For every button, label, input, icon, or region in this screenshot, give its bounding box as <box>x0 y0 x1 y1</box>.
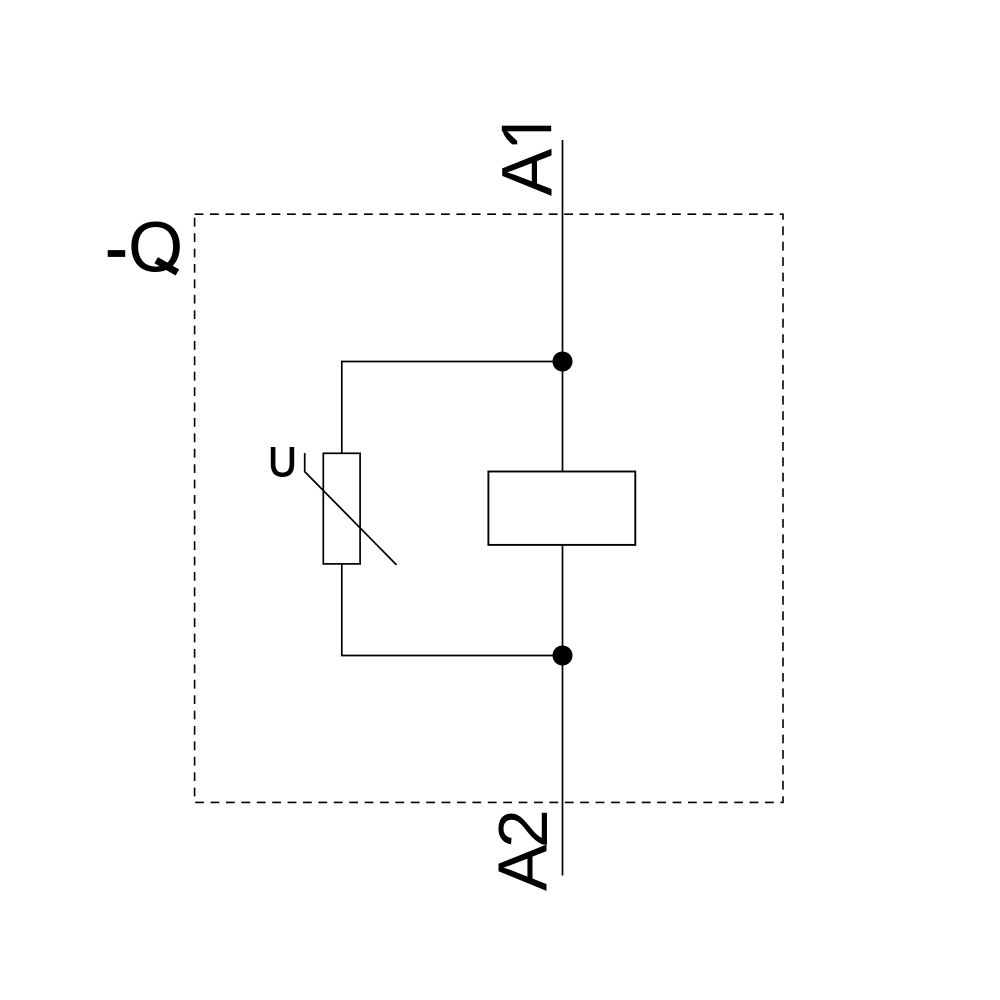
svg-text:A: A <box>484 844 562 891</box>
svg-text:A: A <box>489 148 568 196</box>
svg-text:2: 2 <box>484 809 562 848</box>
svg-text:O: O <box>128 209 183 288</box>
